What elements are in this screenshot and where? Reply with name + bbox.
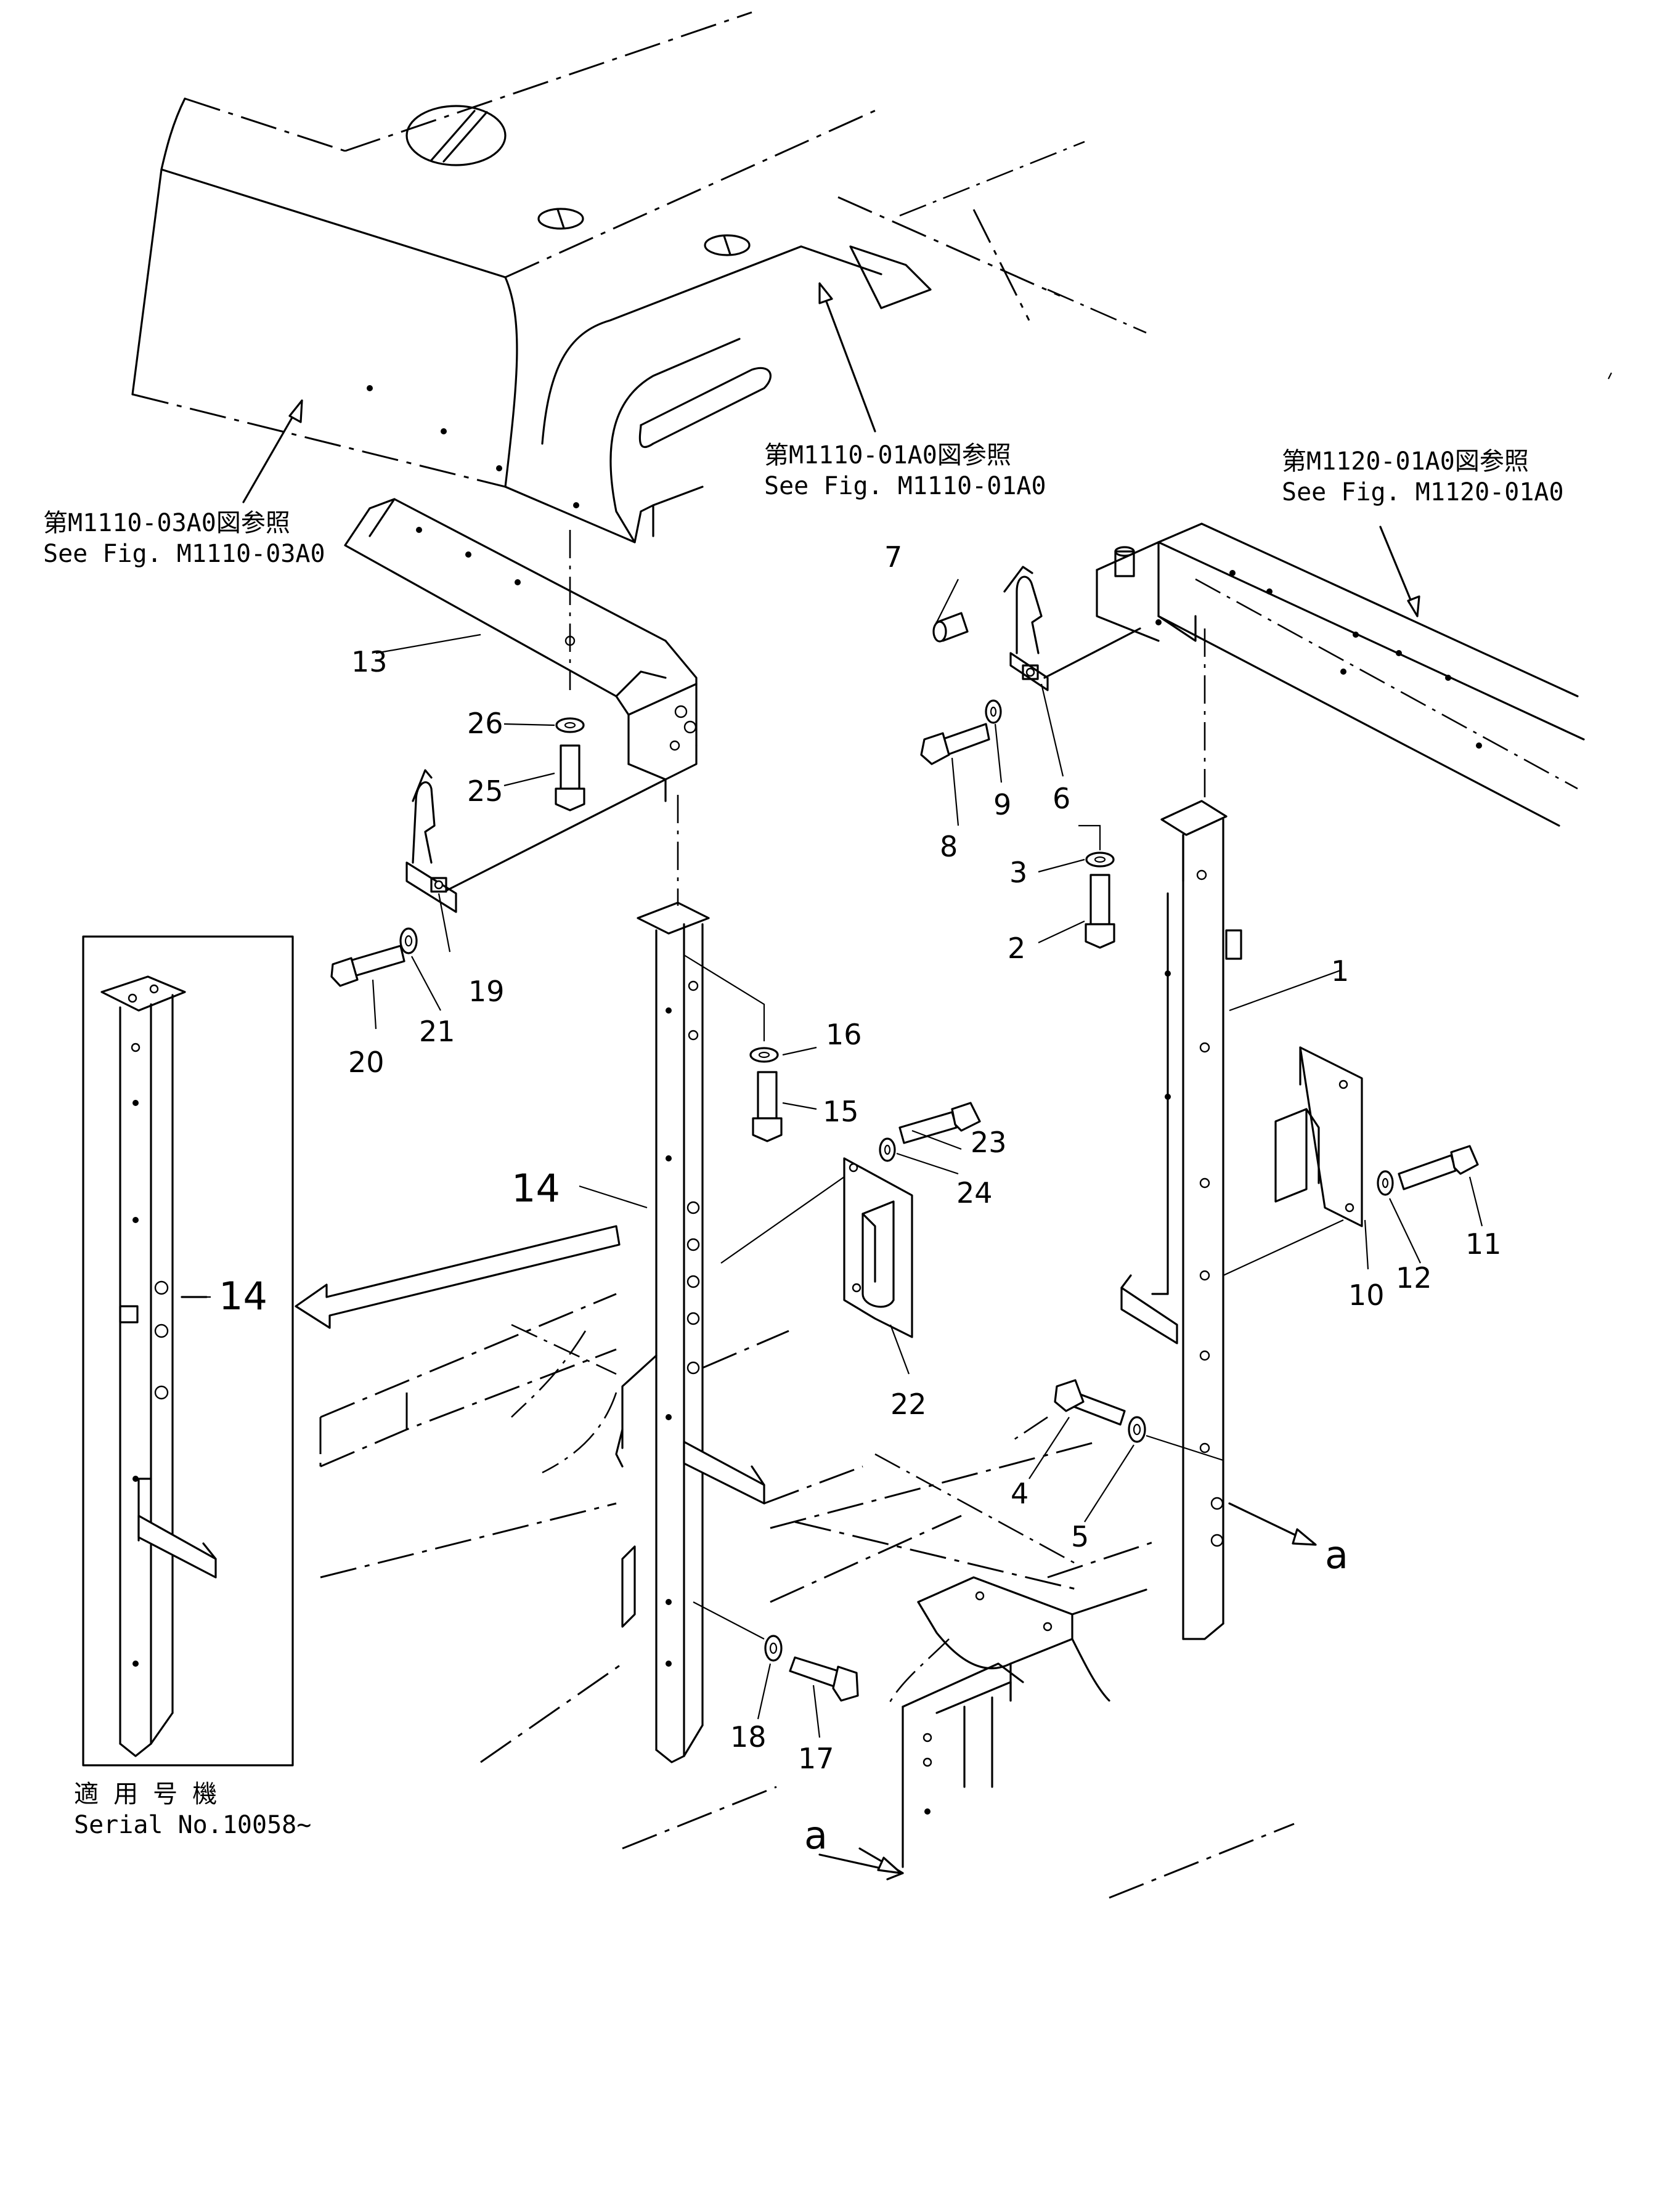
part-14-column [615,901,765,1763]
inset-applicability-jp: 適 用 号 機 [74,1780,217,1808]
part-19-latch [405,769,457,913]
part-label-26: 26 [467,707,503,740]
part-6-latch [1003,566,1049,691]
part-label-23: 23 [971,1126,1007,1159]
scan-mark [1608,372,1612,380]
bolts [330,612,1479,1702]
ref-center-en: See Fig. M1110-01A0 [764,472,1046,500]
part-1-column [1120,800,1242,1640]
leader-lines [182,579,1483,1738]
part-label-10: 10 [1348,1279,1385,1312]
part-label-25: 25 [467,775,503,808]
part-label-3: 3 [1009,856,1027,889]
part-label-12: 12 [1396,1261,1432,1295]
inset-serial-number: Serial No.10058~ [74,1811,311,1839]
inset-callout-arrow [295,1225,621,1329]
ref-center-jp: 第M1110-01A0図参照 [764,441,1011,470]
part-label-16: 16 [826,1018,862,1051]
part-label-22: 22 [890,1388,927,1421]
part-label-5: 5 [1071,1520,1089,1553]
section-arrows [858,1502,1317,1874]
part-label-7: 7 [884,540,902,574]
roof-cover [131,11,1147,543]
ref-left-jp: 第M1110-03A0図参照 [43,509,290,537]
floor-frame [319,1293,1295,1899]
leader [1043,627,1141,679]
inset-part-label-14: 14 [219,1274,267,1319]
assembly-lines [677,795,1344,1640]
part-22-bracket [843,1157,913,1338]
lower-frame-block [818,1576,1147,1881]
reference-arrows [242,282,1420,617]
part-13-bracket [344,498,698,802]
ref-right-jp: 第M1120-01A0図参照 [1282,447,1529,476]
part-label-18: 18 [730,1720,767,1754]
part-label-24: 24 [956,1176,993,1210]
ref-right-en: See Fig. M1120-01A0 [1282,478,1564,506]
part-label-17: 17 [798,1742,834,1775]
part-label-19: 19 [468,975,505,1008]
part-label-11: 11 [1465,1227,1502,1261]
section-mark-bottom: a [804,1813,828,1858]
right-top-beam [1096,523,1585,827]
part-label-4: 4 [1011,1477,1028,1510]
part-label-15: 15 [823,1095,859,1128]
ref-left-en: See Fig. M1110-03A0 [43,540,325,568]
section-mark-right: a [1325,1532,1348,1577]
part-label-14: 14 [511,1166,560,1211]
part-label-9: 9 [993,788,1011,821]
part-label-1: 1 [1331,954,1349,988]
part-10-bracket [1274,1046,1363,1227]
part-label-21: 21 [419,1015,455,1048]
inset-box [82,935,294,1767]
part-label-13: 13 [351,645,388,678]
part-label-6: 6 [1053,782,1070,815]
part-label-8: 8 [940,830,958,863]
part-label-20: 20 [348,1046,385,1079]
part-label-2: 2 [1008,932,1025,965]
leader [446,778,667,892]
